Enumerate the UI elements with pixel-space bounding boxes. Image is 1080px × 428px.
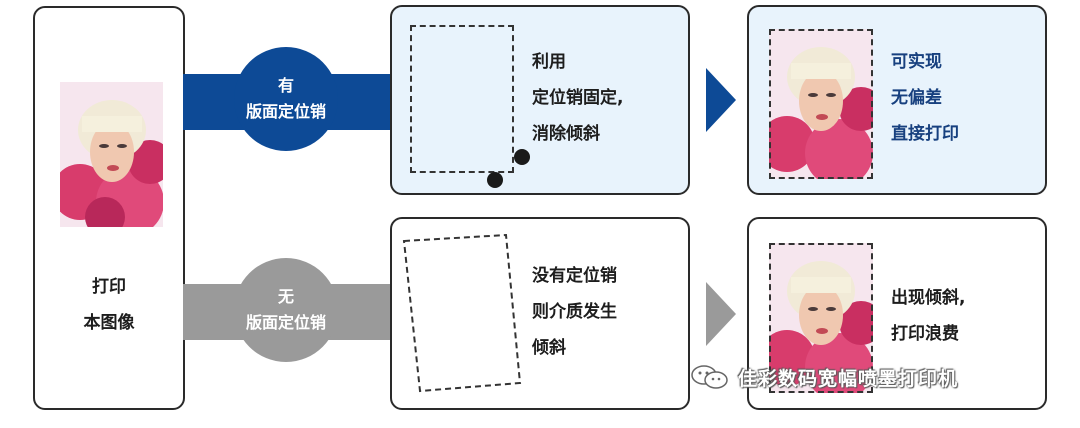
result-line: 出现倾斜, bbox=[891, 288, 966, 308]
result-line: 可实现 bbox=[891, 52, 942, 72]
skewed-result-panel: 出现倾斜, 打印浪费 bbox=[747, 217, 1047, 410]
aligned-result-panel: 可实现 无偏差 直接打印 bbox=[747, 5, 1047, 195]
watermark: 佳彩数码宽幅喷墨打印机 bbox=[690, 362, 958, 392]
without-pin-circle: 无 版面定位销 bbox=[234, 258, 338, 362]
desc-line: 定位销固定, bbox=[532, 88, 624, 108]
pin-dot bbox=[514, 149, 530, 165]
desc-line: 倾斜 bbox=[532, 338, 566, 358]
result-line: 直接打印 bbox=[891, 124, 959, 144]
source-panel: 打印 本图像 bbox=[33, 6, 185, 410]
desc-line: 利用 bbox=[532, 52, 566, 72]
pin-dot bbox=[487, 172, 503, 188]
with-pin-circle: 有 版面定位销 bbox=[234, 47, 338, 151]
portrait-image bbox=[60, 82, 163, 227]
media-outline bbox=[410, 25, 514, 173]
without-pin-label-line1: 无 bbox=[277, 287, 294, 306]
watermark-text: 佳彩数码宽幅喷墨打印机 bbox=[738, 367, 959, 390]
result-arrow-icon bbox=[706, 68, 736, 132]
no-pin-panel: 没有定位销 则介质发生 倾斜 bbox=[390, 217, 690, 410]
source-label-line1: 打印 bbox=[92, 277, 126, 297]
with-pin-label-line2: 版面定位销 bbox=[245, 102, 326, 121]
desc-line: 没有定位销 bbox=[532, 266, 617, 286]
without-pin-label-line2: 版面定位销 bbox=[245, 313, 326, 332]
desc-line: 消除倾斜 bbox=[532, 124, 600, 144]
result-line: 无偏差 bbox=[891, 88, 942, 108]
media-outline bbox=[769, 243, 873, 393]
skewed-media-outline bbox=[402, 233, 522, 393]
desc-line: 则介质发生 bbox=[532, 302, 617, 322]
with-pin-label-line1: 有 bbox=[277, 76, 294, 95]
media-outline bbox=[769, 29, 873, 179]
result-image bbox=[769, 243, 873, 393]
source-label-line2: 本图像 bbox=[83, 313, 135, 333]
result-line: 打印浪费 bbox=[891, 324, 959, 344]
result-arrow-icon bbox=[706, 282, 736, 346]
wechat-icon bbox=[690, 364, 730, 390]
pin-fixed-panel: 利用 定位销固定, 消除倾斜 bbox=[390, 5, 690, 195]
result-image bbox=[769, 29, 873, 179]
